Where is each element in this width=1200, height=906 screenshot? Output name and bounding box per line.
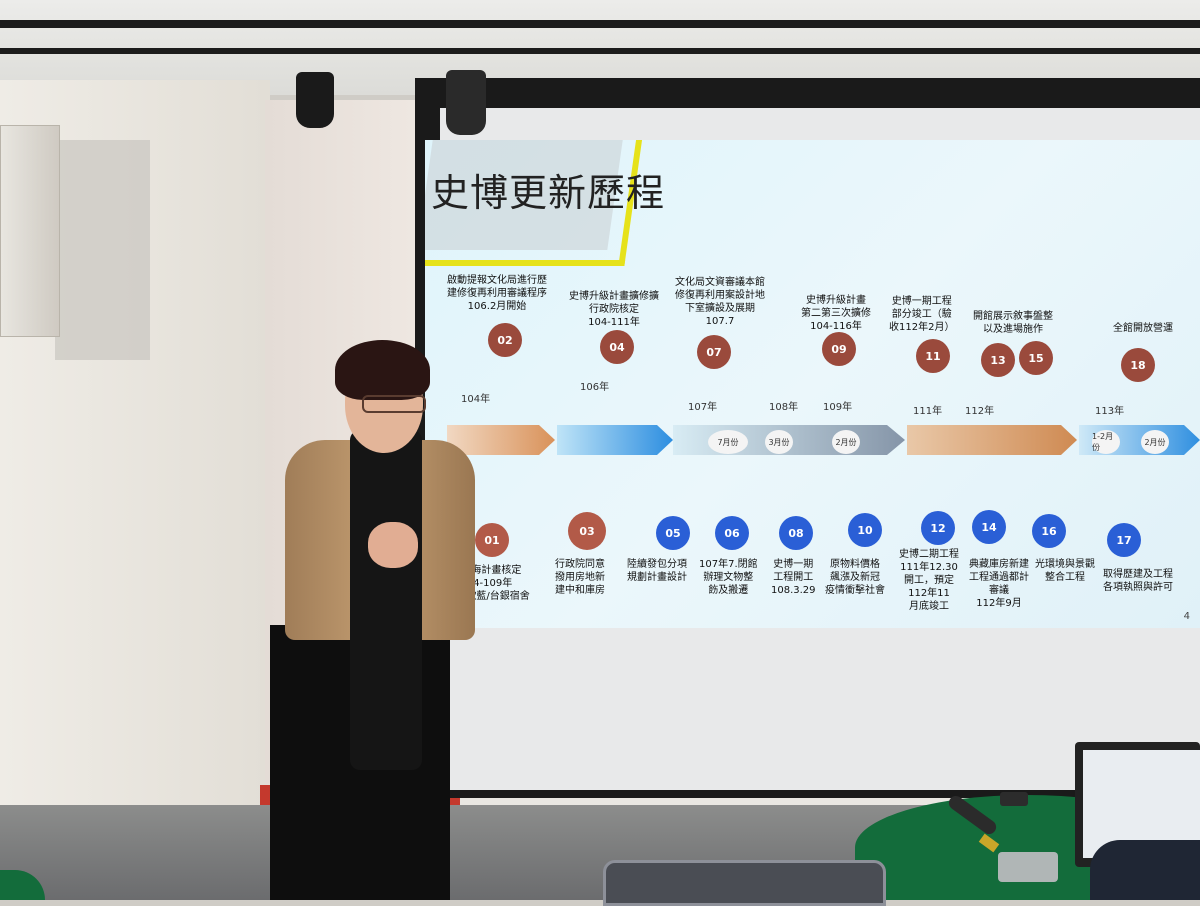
month-marker: 1-2月份 [1092,430,1120,454]
milestone-node-02: 02 [488,323,522,357]
milestone-node-03: 03 [568,512,606,550]
milestone-label: 史博升級計畫擴修擴 行政院核定 104-111年 [569,291,659,328]
timeline-arrow-2 [557,425,673,455]
milestone-label: 全館開放營運 [1113,323,1173,334]
remote-control [1000,792,1028,806]
milestone-label: 啟動提報文化局進行歷 建修復再利用審議程序 106.2月開始 [447,275,547,312]
milestone-node-18: 18 [1121,348,1155,382]
presenter-hands [368,522,418,568]
milestone-label: 光環境與景觀 整合工程 [1035,559,1095,583]
milestone-label: 開館展示敘事盤整 以及進場施作 [973,311,1053,335]
milestone-node-06: 06 [715,516,749,550]
milestone-node-16: 16 [1032,514,1066,548]
ceiling-track-2 [0,48,1200,54]
milestone-node-01: 01 [475,523,509,557]
year-label: 108年 [769,402,799,413]
timeline-arrow-1 [447,425,555,455]
year-label: 111年 [913,406,943,417]
timeline-arrow-4 [907,425,1077,455]
milestone-node-14: 14 [972,510,1006,544]
year-label: 106年 [580,382,610,393]
year-label: 107年 [688,402,718,413]
presenter-scarf [350,430,422,770]
month-marker: 7月份 [708,430,748,454]
year-label: 109年 [823,402,853,413]
month-marker: 3月份 [765,430,793,454]
month-marker: 2月份 [832,430,860,454]
milestone-node-07: 07 [697,335,731,369]
milestone-node-08: 08 [779,516,813,550]
milestone-label: 大南海計畫核定 104-109年 本館/歆藍/台銀宿舍 [443,565,530,602]
speaker-shadow [55,140,150,360]
milestone-node-05: 05 [656,516,690,550]
milestone-label: 文化局文資審議本館 修復再利用案設計地 下室擴設及展期 107.7 [675,277,765,327]
spotlight [296,72,334,128]
milestone-node-11: 11 [916,339,950,373]
presenter-glasses [362,395,426,413]
wall-speaker [0,125,60,337]
audience-member [1090,840,1200,900]
chair-back [603,860,886,906]
milestone-node-15: 15 [1019,341,1053,375]
slide-page-number: 4 [1183,611,1190,622]
milestone-label: 史博一期工程 部分竣工（驗 收112年2月） [889,296,955,333]
milestone-label: 行政院同意 撥用房地新 建中和庫房 [555,559,605,596]
spotlight-2 [446,70,486,135]
milestone-node-09: 09 [822,332,856,366]
presenter-hair [335,340,430,400]
milestone-label: 107年7.閉館 辦理文物整 飭及搬遷 [699,559,758,596]
presentation-slide: 史博更新歷程 104年 106年 107年 108年 109年 111年 112… [425,140,1200,628]
ceiling-track [0,20,1200,28]
milestone-label: 史博升級計畫 第二第三次擴修 104-116年 [801,295,871,332]
milestone-node-13: 13 [981,343,1015,377]
milestone-node-10: 10 [848,513,882,547]
smartphone [998,852,1058,882]
month-marker: 2月份 [1141,430,1169,454]
milestone-label: 取得歷建及工程 各項執照與許可 [1103,569,1173,593]
milestone-label: 典藏庫房新建 工程通過都計 審議 112年9月 [969,559,1029,609]
year-label: 112年 [965,406,995,417]
milestone-node-12: 12 [921,511,955,545]
milestone-label: 史博二期工程 111年12.30 開工，預定 112年11 月底竣工 [899,549,959,612]
year-label: 113年 [1095,406,1125,417]
slide-title: 史博更新歷程 [431,171,666,215]
milestone-label: 原物料價格 飆漲及新冠 疫情衝擊社會 [825,559,885,596]
year-label: 104年 [461,394,491,405]
milestone-node-04: 04 [600,330,634,364]
milestone-label: 史博一期 工程開工 108.3.29 [771,559,816,596]
milestone-label: 陸續發包分項 規劃計畫設計 [627,559,687,583]
milestone-node-17: 17 [1107,523,1141,557]
